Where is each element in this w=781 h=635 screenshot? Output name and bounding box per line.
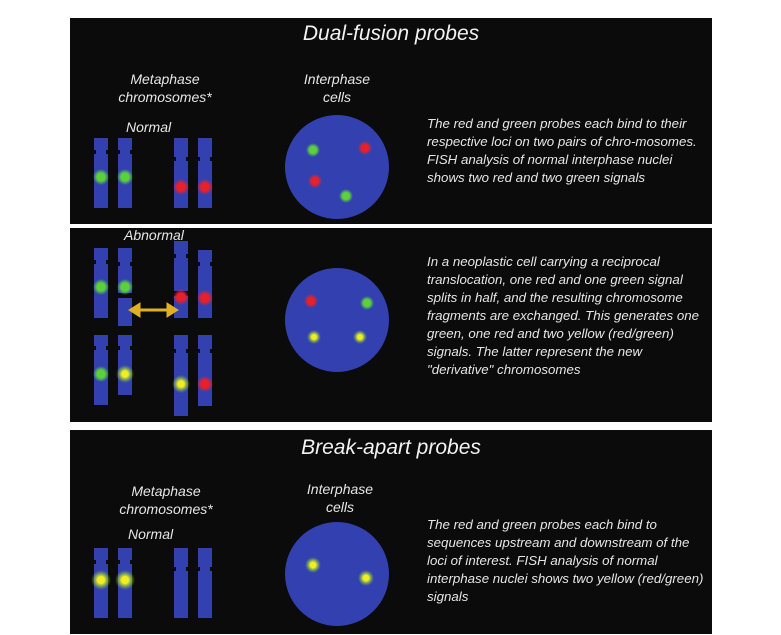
abnormal-description: In a neoplastic cell carrying a reciproc… (427, 254, 700, 377)
red-signal (173, 289, 189, 305)
red-signal (197, 179, 213, 195)
red-signal (197, 290, 213, 306)
red-signal (308, 174, 322, 188)
abnormal-label: Abnormal (124, 227, 184, 243)
green-signal (360, 296, 374, 310)
metaphase-label: Metaphase chromosomes* (118, 71, 212, 105)
exchange-arrow (128, 302, 179, 318)
green-signal (339, 189, 353, 203)
yellow-signal (172, 375, 190, 393)
green-signal (117, 169, 133, 185)
red-signal (197, 376, 213, 392)
yellow-signal (358, 570, 374, 586)
red-signal (304, 294, 318, 308)
chromosome (197, 250, 213, 318)
normal-description: The red and green probes each bind to th… (427, 116, 697, 185)
green-signal (93, 169, 109, 185)
green-signal (93, 279, 109, 295)
chromosome (173, 548, 189, 618)
normal-label: Normal (128, 526, 174, 542)
interphase-label: Interphase cells (303, 71, 371, 105)
yellow-signal (353, 330, 367, 344)
dual-fusion-title: Dual-fusion probes (302, 22, 480, 45)
metaphase-label: Metaphase chromosomes* (119, 483, 213, 517)
yellow-signal (305, 557, 321, 573)
chromosome (197, 548, 213, 618)
interphase-cell (285, 115, 389, 219)
green-signal (93, 366, 109, 382)
yellow-signal (116, 365, 134, 383)
break-apart-title: Break-apart probes (301, 436, 481, 459)
chromosome (173, 138, 189, 208)
yellow-signal (115, 570, 135, 590)
yellow-signal (307, 330, 321, 344)
red-signal (358, 141, 372, 155)
green-signal (306, 143, 320, 157)
normal-description: The red and green probes each bind to se… (427, 517, 704, 604)
yellow-signal (91, 570, 111, 590)
interphase-cell (285, 522, 389, 626)
green-signal (117, 279, 133, 295)
red-signal (173, 179, 189, 195)
interphase-cell (285, 268, 389, 372)
chromosome (197, 335, 213, 406)
chromosome (197, 138, 213, 208)
normal-label: Normal (126, 119, 172, 135)
interphase-label: Interphase cells (306, 481, 374, 515)
